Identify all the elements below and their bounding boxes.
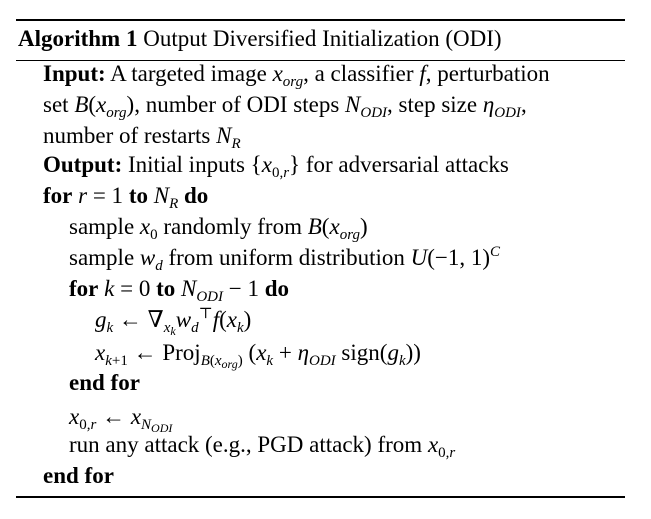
sample-wd-line: sample wd from uniform distribution U(−1… [69,244,501,274]
assign-line: x0,r ← xNODI [69,404,173,435]
output-text: Initial inputs [128,152,245,177]
end-for-keyword: end for [69,370,140,395]
algorithm-caption: Algorithm 1 Output Diversified Initializ… [18,24,502,54]
output-text-2: for adversarial attacks [305,152,509,177]
input-text-2b: , number of ODI steps [134,92,340,117]
input-text-1c: , perturbation [425,61,550,86]
input-line-2: set B(xorg), number of ODI steps NODI, s… [43,92,527,121]
algorithm-box: Algorithm 1 Output Diversified Initializ… [16,0,625,519]
to-keyword: to [156,276,176,301]
algorithm-title: Output Diversified Initialization (ODI) [143,26,502,51]
for-keyword: for [43,183,73,208]
input-text-3: number of restarts [43,123,211,148]
input-text-2a: set [43,92,69,117]
end-for-keyword: end for [43,463,114,488]
do-keyword: do [264,276,290,301]
do-keyword: do [184,183,209,208]
input-text-2c: , step size [387,92,478,117]
run-attack-line: run any attack (e.g., PGD attack) from x… [69,432,456,461]
gradient-line: gk ← ∇xkwd⊤f(xk) [95,306,252,338]
to-keyword: to [128,183,148,208]
sample-text-2b: from uniform distribution [168,245,405,270]
run-attack-text: run any attack (e.g., PGD attack) from [69,432,423,457]
bottom-rule [16,496,625,498]
sample-text-2a: sample [69,245,135,270]
input-text-1a: A targeted image [110,61,267,86]
outer-endfor-line: end for [43,462,114,490]
for-keyword: for [69,276,99,301]
projection-line: xk+1 ← ProjB(xorg) (xk + ηODI sign(gk)) [95,340,421,371]
output-keyword: Output: [43,152,123,177]
output-line: Output: Initial inputs {x0,r} for advers… [43,152,509,181]
input-text-1b: , a classifier [303,61,414,86]
sign-operator: sign [341,340,380,365]
sample-text-1b: randomly from [163,214,302,239]
input-line-1: Input: A targeted image xorg, a classifi… [43,61,550,90]
input-line-3: number of restarts NR [43,123,241,152]
proj-operator: Proj [162,340,201,365]
top-rule [16,19,625,21]
inner-endfor-line: end for [69,369,140,397]
outer-for-line: for r = 1 to NR do [43,183,209,212]
caption-rule [16,60,625,61]
algorithm-label: Algorithm 1 [18,26,138,51]
input-keyword: Input: [43,61,106,86]
sample-text-1a: sample [69,214,135,239]
inner-for-line: for k = 0 to NODI − 1 do [69,276,290,305]
sample-x0-line: sample x0 randomly from B(xorg) [69,214,368,243]
